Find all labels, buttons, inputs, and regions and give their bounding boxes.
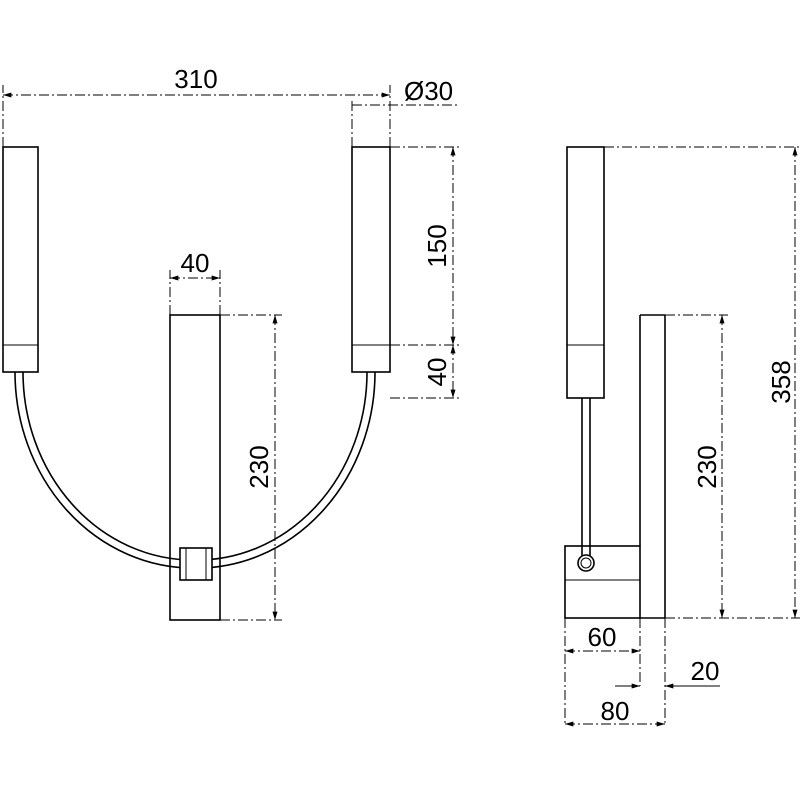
dim-plate-thickness: 20: [691, 656, 720, 686]
dim-plate-width: 40: [181, 248, 210, 278]
curved-arm: [14, 371, 376, 569]
dim-tube-length: 150: [422, 224, 452, 267]
dim-side-plate-height: 230: [692, 445, 722, 488]
side-view: 358 230 60 20 80: [564, 146, 800, 727]
dim-tube-diameter: Ø30: [404, 76, 453, 106]
dim-width: 310: [174, 64, 217, 94]
side-tube: [566, 146, 605, 399]
connector-block: [179, 547, 213, 581]
right-tube: [351, 146, 391, 373]
dim-overall-height: 358: [766, 360, 796, 403]
dim-overall-depth: 80: [601, 696, 630, 726]
side-base-block: [564, 545, 641, 619]
front-view: 310 Ø30 150 40 40 230: [2, 64, 460, 621]
wall-plate: [169, 314, 221, 621]
dim-plate-height: 230: [244, 445, 274, 488]
dim-tube-cap: 40: [422, 358, 452, 387]
dim-base-depth: 60: [588, 622, 617, 652]
left-tube: [2, 146, 39, 373]
